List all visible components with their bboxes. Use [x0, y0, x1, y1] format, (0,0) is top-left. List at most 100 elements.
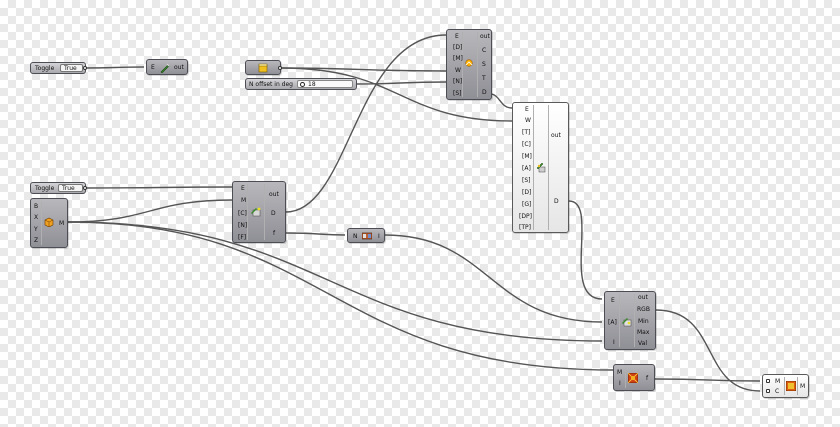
recolor-input-2: I [613, 339, 615, 346]
recolor-output-3: Max [637, 329, 650, 336]
sun-output-0: out [480, 33, 490, 40]
wire-mif-f-to-mcm-m [654, 378, 761, 382]
recolor-output-1: RGB [637, 306, 650, 313]
recolor-output-2: Min [638, 318, 649, 325]
analysis-input-4: [M] [522, 153, 532, 160]
toggle-1-output-port[interactable] [83, 66, 87, 70]
number-param-output-port[interactable] [278, 66, 282, 70]
toggle-1-name: Toggle [35, 65, 55, 72]
sun-input-0: E [455, 33, 459, 40]
component-analysis[interactable]: E W [T] [C] [M] [A] [S] [D] [G] [DP] [TP… [512, 102, 569, 233]
mesh-face-output-0: f [646, 375, 649, 382]
n-offset-slider[interactable]: N offset in deg 18 [245, 78, 357, 90]
slider-name: N offset in deg [249, 81, 293, 88]
wire-big-d-to-recolor-e [568, 200, 603, 300]
number-param-icon [258, 63, 268, 73]
component-recolor-divider-right [634, 294, 635, 347]
toggle-1[interactable]: Toggle True [30, 62, 87, 74]
mesh-face-input-1: I [619, 380, 621, 387]
sun-input-4: [N] [453, 78, 463, 85]
recolor-input-0: E [611, 297, 615, 304]
wire-bxyz-m-to-mif-m [67, 221, 614, 371]
component-sun-divider-right [477, 32, 478, 97]
analysis-input-9: [DP] [519, 213, 532, 220]
sun-output-2: S [482, 61, 486, 68]
mesh-color-input-0: M [775, 378, 781, 385]
analysis-input-0: E [525, 106, 529, 113]
pencil-icon [160, 63, 170, 73]
sun-output-3: T [482, 75, 486, 82]
component-cull[interactable]: N I [347, 228, 385, 243]
analysis-input-2: [T] [522, 129, 531, 136]
recolor-output-4: Val [638, 340, 647, 347]
geometry-input-2: [C] [238, 210, 247, 217]
component-e-out[interactable]: E out [146, 59, 188, 75]
component-mesh-face-divider [625, 367, 626, 388]
analysis-input-10: [TP] [519, 224, 531, 231]
analysis-input-6: [S] [522, 177, 531, 184]
component-recolor[interactable]: E [A] I out RGB Min Max Val [604, 291, 656, 350]
component-sun[interactable]: E [D] [M] W [N] [S] out C S T D [446, 29, 492, 100]
geometry-output-1: D [271, 210, 276, 217]
mesh-color-input-c-port[interactable] [766, 389, 770, 393]
mesh-face-input-0: M [617, 369, 623, 376]
component-mesh-color[interactable]: M C M [762, 374, 809, 398]
geometry-input-4: [F] [238, 234, 247, 241]
toggle-2-output-port[interactable] [83, 186, 87, 190]
geometry-input-3: [N] [238, 222, 248, 229]
slider-track[interactable]: 18 [297, 80, 353, 88]
analysis-input-5: [A] [522, 165, 531, 172]
wire-slider-to-sun-n [354, 81, 447, 85]
sun-output-1: C [482, 47, 487, 54]
toggle-2-value[interactable]: True [58, 184, 83, 192]
wire-sun-d-to-big-e [489, 93, 513, 109]
component-e-out-input-e: E [151, 64, 155, 71]
box-icon [44, 217, 54, 227]
wire-toggle2-to-mid-e [84, 186, 233, 189]
component-mesh-face[interactable]: M I f [613, 364, 655, 391]
sun-input-5: [S] [453, 90, 462, 97]
component-analysis-divider-left [533, 105, 534, 230]
component-box-divider [41, 201, 42, 245]
cull-input-0: N [353, 233, 358, 240]
sun-input-2: [M] [453, 55, 463, 62]
geometry-input-0: E [241, 185, 245, 192]
component-box[interactable]: B X Y Z M [30, 198, 68, 248]
component-mesh-color-divider-left [784, 377, 785, 395]
wire-mid-f-to-n [285, 232, 346, 236]
slider-knob[interactable] [300, 82, 305, 87]
component-e-out-output-out: out [174, 64, 184, 71]
box-output-0: M [59, 220, 65, 227]
cull-icon [362, 232, 372, 240]
mesh-color-icon [786, 381, 796, 391]
sun-output-4: D [482, 89, 487, 96]
toggle-1-value[interactable]: True [60, 64, 83, 72]
geometry-icon [251, 207, 261, 217]
analysis-input-1: W [525, 117, 531, 124]
recolor-input-1: [A] [608, 319, 617, 326]
wire-bxyz-m-to-recolor-i [67, 221, 603, 342]
component-mesh-color-divider-right [797, 377, 798, 395]
geometry-output-2: f [273, 230, 276, 237]
wire-bxyz-m-to-mid-m [67, 199, 233, 223]
sun-input-3: W [455, 67, 461, 74]
toggle-2[interactable]: Toggle True [30, 182, 87, 194]
number-param[interactable] [245, 60, 282, 75]
wire-number-to-sun-w [280, 67, 447, 72]
component-geometry[interactable]: E M [C] [N] [F] out D f [232, 181, 286, 243]
recolor-output-0: out [638, 294, 648, 301]
box-input-0: B [34, 203, 39, 210]
mesh-color-input-m-port[interactable] [766, 379, 770, 383]
analysis-input-3: [C] [522, 141, 531, 148]
box-input-2: Y [34, 226, 38, 233]
wire-toggle1-to-eout [84, 66, 145, 69]
component-geometry-divider-right [264, 184, 265, 240]
sun-input-1: [D] [453, 44, 463, 51]
sun-icon [465, 59, 473, 67]
geometry-output-0: out [269, 191, 279, 198]
wire-mid-d-to-sun-e [285, 34, 447, 213]
mesh-color-output-0: M [800, 383, 806, 390]
recolor-icon [622, 318, 632, 327]
geometry-input-1: M [241, 197, 247, 204]
